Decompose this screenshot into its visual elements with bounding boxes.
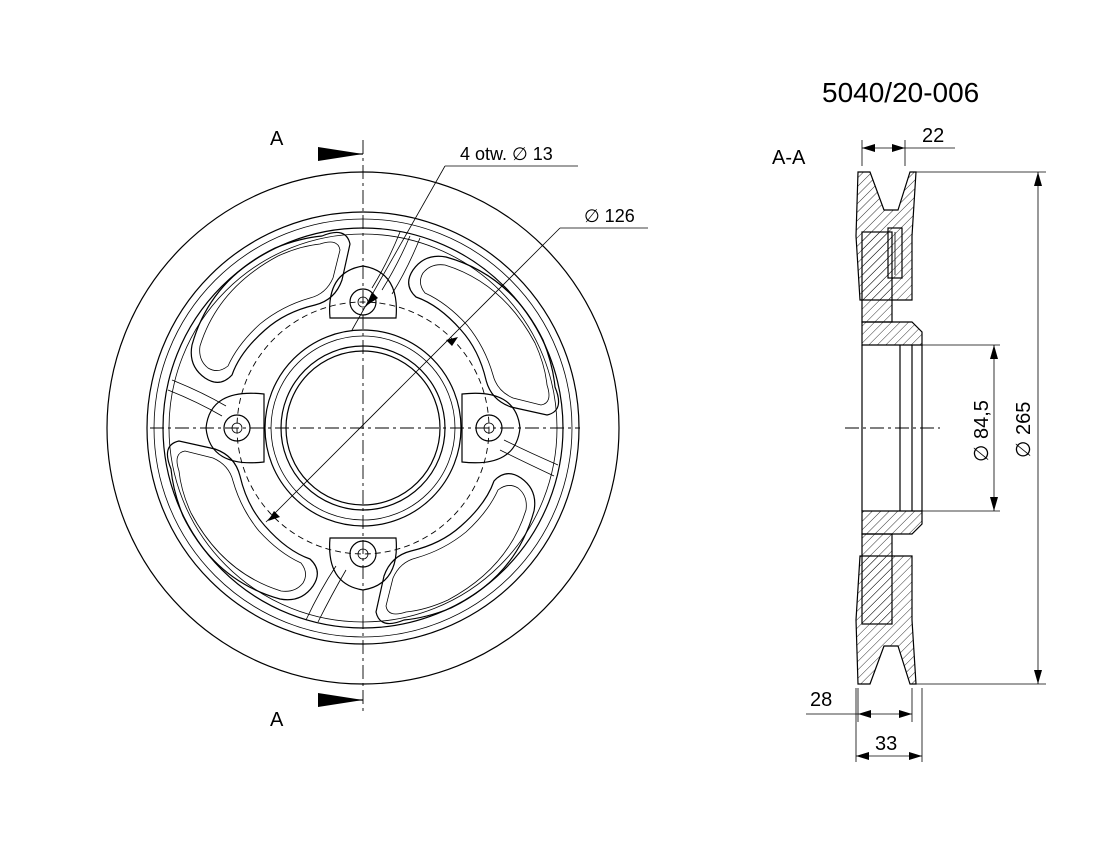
- section-view-label: A-A: [772, 147, 806, 169]
- cut-marker-bottom: A: [270, 693, 363, 731]
- section-lower-hub: [861, 510, 923, 535]
- dim-hub-width-top: 22: [861, 125, 955, 166]
- cut-label-bottom: A: [270, 709, 284, 731]
- dim-outer-diameter: ∅ 265: [916, 171, 1046, 685]
- spoke-windows: [166, 231, 560, 625]
- bolt-circle-annotation: ∅ 126: [584, 206, 635, 226]
- cut-marker-top: A: [270, 128, 363, 161]
- dim-bore-diameter: ∅ 84,5: [922, 344, 1000, 512]
- front-view: A A 4 otw. ∅ 13 ∅ 126: [106, 128, 648, 731]
- section-lower-web: [861, 533, 893, 625]
- spoke-ribs: [167, 231, 559, 623]
- dim-hub-width-bottom: 28: [806, 688, 913, 722]
- bolt-circle-leader: ∅ 126: [265, 206, 648, 523]
- section-view: 5040/20-006 A-A 22: [772, 77, 1046, 762]
- drawing-number: 5040/20-006: [822, 77, 979, 108]
- dim-total-width: 33: [855, 688, 923, 762]
- dim-265-text: ∅ 265: [1013, 402, 1035, 458]
- section-upper-hub: [861, 321, 923, 346]
- holes-leader: 4 otw. ∅ 13: [351, 144, 578, 331]
- holes-annotation: 4 otw. ∅ 13: [460, 144, 553, 164]
- dim-28-text: 28: [810, 689, 832, 711]
- dim-84-5-text: ∅ 84,5: [971, 400, 993, 462]
- dim-33-text: 33: [875, 733, 897, 755]
- cut-label-top: A: [270, 128, 284, 150]
- dim-22-text: 22: [922, 125, 944, 147]
